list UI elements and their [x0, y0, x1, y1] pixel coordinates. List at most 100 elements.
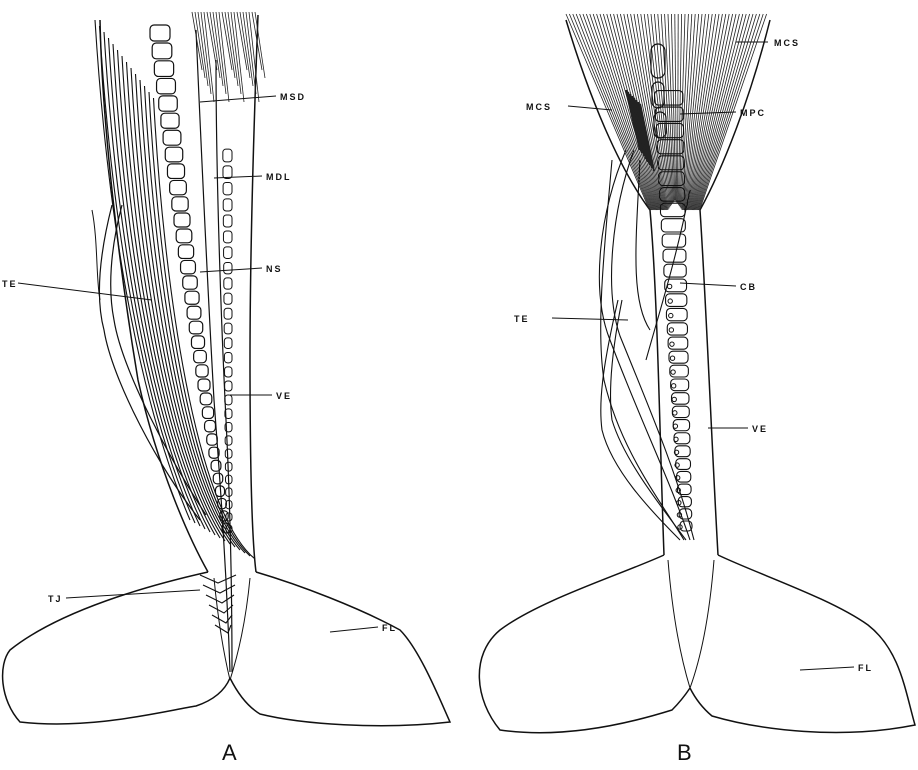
vertebra-b	[675, 446, 690, 457]
vertebra-b	[676, 459, 691, 470]
label-cb: CB	[740, 282, 757, 292]
vertebra-b	[667, 323, 687, 335]
chevron-bone-b	[667, 284, 671, 288]
centrum-a	[223, 166, 232, 179]
chevron-bone-b	[670, 356, 674, 360]
vertebra-a	[205, 420, 216, 431]
vertebra-a	[183, 276, 198, 289]
label-mdl: MDL	[266, 172, 292, 182]
centrum-a	[223, 199, 232, 211]
vertebra-a	[163, 130, 181, 145]
vertebra-a	[194, 350, 207, 362]
chevron-bone-b	[671, 384, 675, 388]
hatch-a	[237, 12, 247, 70]
vertebra-a	[174, 213, 190, 227]
centrum-a	[223, 149, 232, 162]
vertebra-b	[663, 249, 686, 262]
vertebra-a	[170, 180, 187, 194]
centrum-a	[224, 352, 232, 362]
vertebra-a	[152, 43, 172, 59]
centrum-a	[224, 323, 232, 334]
chevron-bone-b	[669, 328, 673, 332]
vertebra-b	[673, 420, 689, 431]
vertebra-b	[666, 308, 687, 320]
centrum-a	[224, 338, 232, 349]
centrum-a	[223, 182, 232, 194]
label-ve-b: VE	[752, 424, 768, 434]
label-te-b: TE	[514, 314, 530, 324]
centrum-a	[223, 231, 232, 243]
vertebra-a	[165, 147, 182, 162]
chevron-a	[209, 605, 233, 613]
vertebra-a	[159, 96, 178, 111]
vertebra-a	[172, 197, 188, 211]
hatch-a	[243, 12, 253, 86]
hatch-b	[583, 14, 654, 210]
vertebra-b	[677, 471, 691, 482]
hatch-a	[225, 12, 235, 78]
label-mcs-top: MCS	[774, 38, 800, 48]
vertebra-a	[196, 365, 208, 377]
hatch-a	[210, 12, 220, 78]
vertebra-a	[178, 245, 193, 259]
label-fl-b: FL	[858, 663, 873, 673]
centrum-a	[223, 215, 232, 227]
vertebra-a	[207, 434, 218, 445]
vertebra-a	[176, 229, 192, 243]
label-tj: TJ	[48, 594, 63, 604]
hatch-a	[240, 12, 250, 78]
hatch-b	[600, 14, 658, 210]
vertebra-b	[674, 433, 690, 444]
vertebra-a	[200, 393, 212, 405]
vertebra-a	[191, 336, 204, 349]
vertebra-a	[150, 25, 170, 41]
vertebra-a	[167, 164, 184, 179]
label-mcs-left: MCS	[526, 102, 552, 112]
vertebra-a	[213, 473, 222, 484]
chevron-a	[203, 585, 235, 593]
label-ve-a: VE	[276, 391, 292, 401]
hatch-a	[222, 12, 232, 70]
vertebra-a	[181, 260, 196, 273]
panel-a-muscle-hatching	[192, 12, 265, 102]
chevron-bone-b	[668, 299, 672, 303]
vertebra-b	[671, 379, 689, 391]
label-ns: NS	[266, 264, 283, 274]
tendon-b	[601, 300, 680, 540]
vertebra-a	[185, 291, 199, 304]
panel-a-drawing	[3, 12, 450, 726]
chevron-bone-b	[672, 397, 676, 401]
centrum-a	[225, 367, 232, 377]
chevron-bone-b	[673, 424, 677, 428]
hatch-a	[213, 12, 223, 86]
hatch-a	[228, 12, 238, 86]
chevron-bone-b	[673, 411, 677, 415]
chevron-bone-b	[670, 342, 674, 346]
hatch-b	[678, 14, 679, 204]
centrum-a	[224, 278, 232, 289]
centrum-a	[225, 395, 232, 405]
vertebra-b	[670, 365, 689, 377]
vertebra-a	[157, 78, 176, 93]
centrum-a	[224, 293, 232, 304]
centrum-a	[224, 262, 232, 273]
label-msd: MSD	[280, 92, 306, 102]
centrum-a	[225, 436, 232, 445]
vertebra-b	[664, 264, 686, 277]
vertebra-b	[662, 234, 685, 247]
vertebra-a	[161, 113, 179, 128]
chevron-bone-b	[671, 370, 675, 374]
chevron-bone-b	[669, 313, 673, 317]
vertebra-a	[187, 306, 201, 319]
vertebra-a	[154, 61, 173, 77]
label-te-a: TE	[2, 279, 18, 289]
centrum-a	[224, 308, 232, 319]
panel-b-drawing	[479, 14, 915, 733]
tendon-a	[149, 92, 250, 556]
panel-b-muscle-hatching	[566, 14, 767, 210]
hatch-a	[198, 12, 208, 86]
vertebra-a	[202, 407, 213, 419]
panel-letter-b: B	[677, 740, 692, 765]
chevron-a	[212, 615, 232, 623]
